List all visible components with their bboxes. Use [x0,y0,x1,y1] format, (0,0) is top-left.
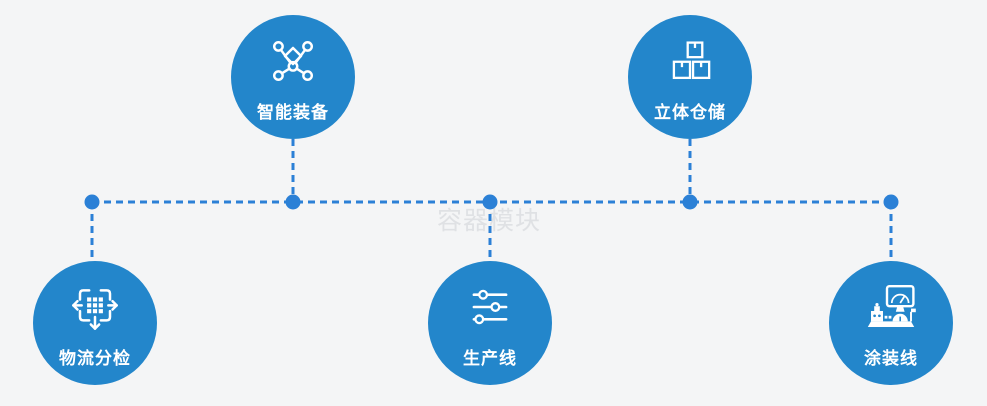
sliders-icon [467,282,513,332]
node-label: 智能装备 [257,103,329,122]
junction-dot [285,194,301,210]
node-warehouse: 立体仓储 [628,15,752,139]
node-logistics-sorting: 物流分检 [33,261,157,385]
network-nodes-icon [270,36,316,86]
node-label: 立体仓储 [654,103,726,122]
stacked-boxes-icon [667,36,713,86]
junction-dot [682,194,698,210]
node-label: 生产线 [463,349,517,368]
sort-distribute-icon [70,282,120,332]
junction-dot [84,194,100,210]
junction-dot [482,194,498,210]
paint-station-icon [863,282,919,332]
node-production-line: 生产线 [428,261,552,385]
node-smart-equipment: 智能装备 [231,15,355,139]
node-label: 涂装线 [864,349,918,368]
junction-dot [883,194,899,210]
node-painting-line: 涂装线 [829,261,953,385]
node-label: 物流分检 [59,349,131,368]
